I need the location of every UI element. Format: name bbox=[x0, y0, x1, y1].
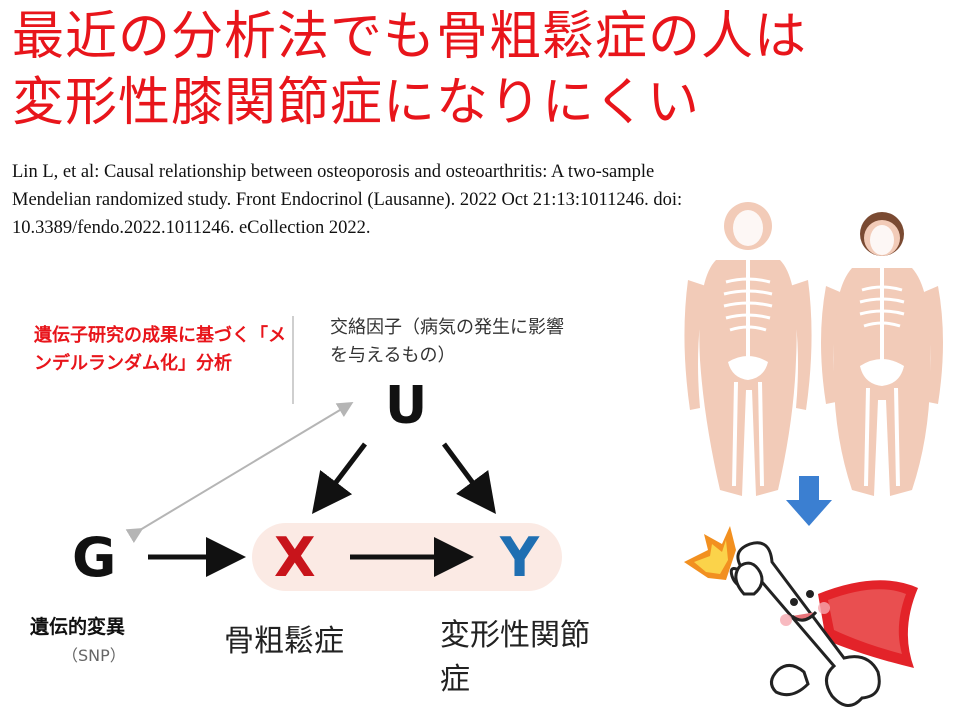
burst-icon bbox=[684, 526, 736, 580]
slide-title: 最近の分析法でも骨粗鬆症の人は 変形性膝関節症になりにくい bbox=[12, 4, 912, 136]
node-x: X bbox=[274, 526, 316, 589]
arrow-u-to-x bbox=[311, 442, 367, 514]
slide-title-line-2: 変形性膝関節症になりにくい bbox=[12, 73, 700, 133]
arrow-g-u-bidirectional bbox=[125, 401, 354, 544]
skeleton-figures-illustration bbox=[684, 202, 943, 496]
node-g: G bbox=[72, 526, 117, 589]
node-y: Y bbox=[500, 526, 540, 589]
down-arrow-icon bbox=[786, 476, 832, 526]
female-figure bbox=[821, 212, 943, 496]
node-u: U bbox=[385, 376, 428, 436]
g-caption: 遺伝的変異 bbox=[30, 616, 126, 638]
superhero-bone-illustration bbox=[684, 476, 918, 707]
citation-text: Lin L, et al: Causal relationship betwee… bbox=[12, 162, 683, 238]
bone-character bbox=[729, 541, 881, 707]
g-caption-sub: （SNP） bbox=[62, 646, 126, 665]
slide-title-line-1: 最近の分析法でも骨粗鬆症の人は bbox=[12, 7, 808, 67]
male-figure bbox=[684, 202, 812, 496]
arrow-u-to-y bbox=[441, 442, 496, 515]
red-cape bbox=[818, 580, 918, 668]
x-caption: 骨粗鬆症 bbox=[224, 624, 344, 659]
confounder-note: 交絡因子（病気の発生に影響を与えるもの） bbox=[330, 317, 564, 366]
y-caption: 変形性関節症 bbox=[440, 618, 590, 697]
method-note: 遺伝子研究の成果に基づく「メンデルランダム化」分析 bbox=[22, 316, 294, 404]
